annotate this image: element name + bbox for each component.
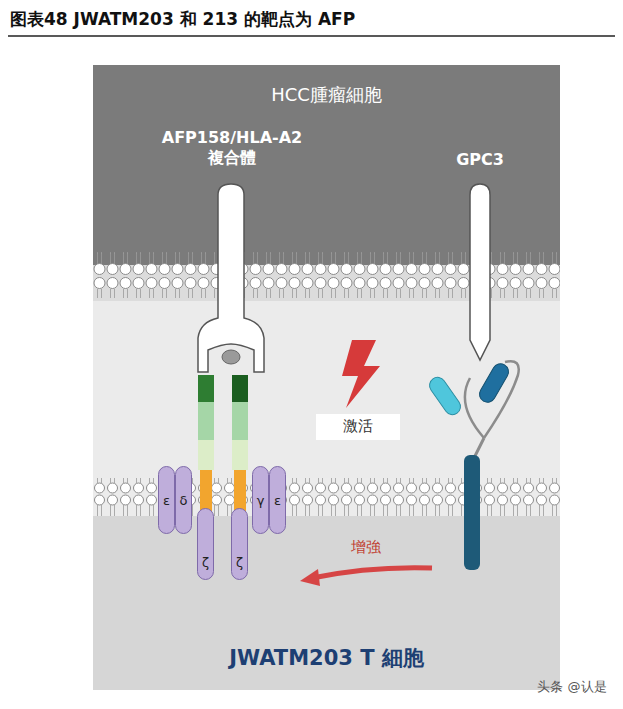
hinge [474,438,484,458]
gpc3-antigen [470,184,490,360]
tcr-chains [198,375,248,530]
activation-label: 激活 [318,417,398,436]
subunit-letter: ε [274,494,281,507]
activation-bolt [342,340,380,408]
subunit-letter: ε [163,494,170,507]
antigen-label: GPC3 [440,150,520,169]
enhance-label: 增強 [326,538,406,557]
subunit-letter: ζ [202,556,209,569]
label-patch [316,414,400,440]
t-cell-region: JWATM203 T 細胞 [93,630,560,685]
tumor-cell-region: HCC腫瘤細胞 [93,65,560,125]
subunit-letter: δ [180,494,188,507]
figure-title: 图表48 JWATM203 和 213 的靶点为 AFP [10,8,355,31]
afp-peptide [222,350,240,364]
subunit-letter: ζ [236,556,243,569]
mhc-molecule [198,184,264,372]
region-label: HCC腫瘤細胞 [271,83,382,107]
scfv-vl [426,374,463,418]
cd3-subunit: γ [252,466,269,534]
panel-ground [93,65,560,690]
subunit-letter: γ [257,494,265,507]
cd3-subunit: ε [158,466,175,534]
scfv-linker [465,361,519,438]
complex-label: AFP158/HLA-A2 複合體 [157,128,307,168]
cd3-subunit: ζ [197,508,214,580]
cd3-subunit: δ [175,466,192,534]
watermark: 头条 @认是 [527,678,617,696]
car-stem [464,455,480,570]
title-rule [8,35,615,37]
cd3-subunit: ε [269,466,286,534]
enhance-arrow [312,568,432,578]
t-cell-ground [93,515,560,690]
cd3-subunit: ζ [231,508,248,580]
scfv-vh [477,361,512,405]
region-label: JWATM203 T 細胞 [229,644,424,672]
arrow-head [300,569,320,586]
